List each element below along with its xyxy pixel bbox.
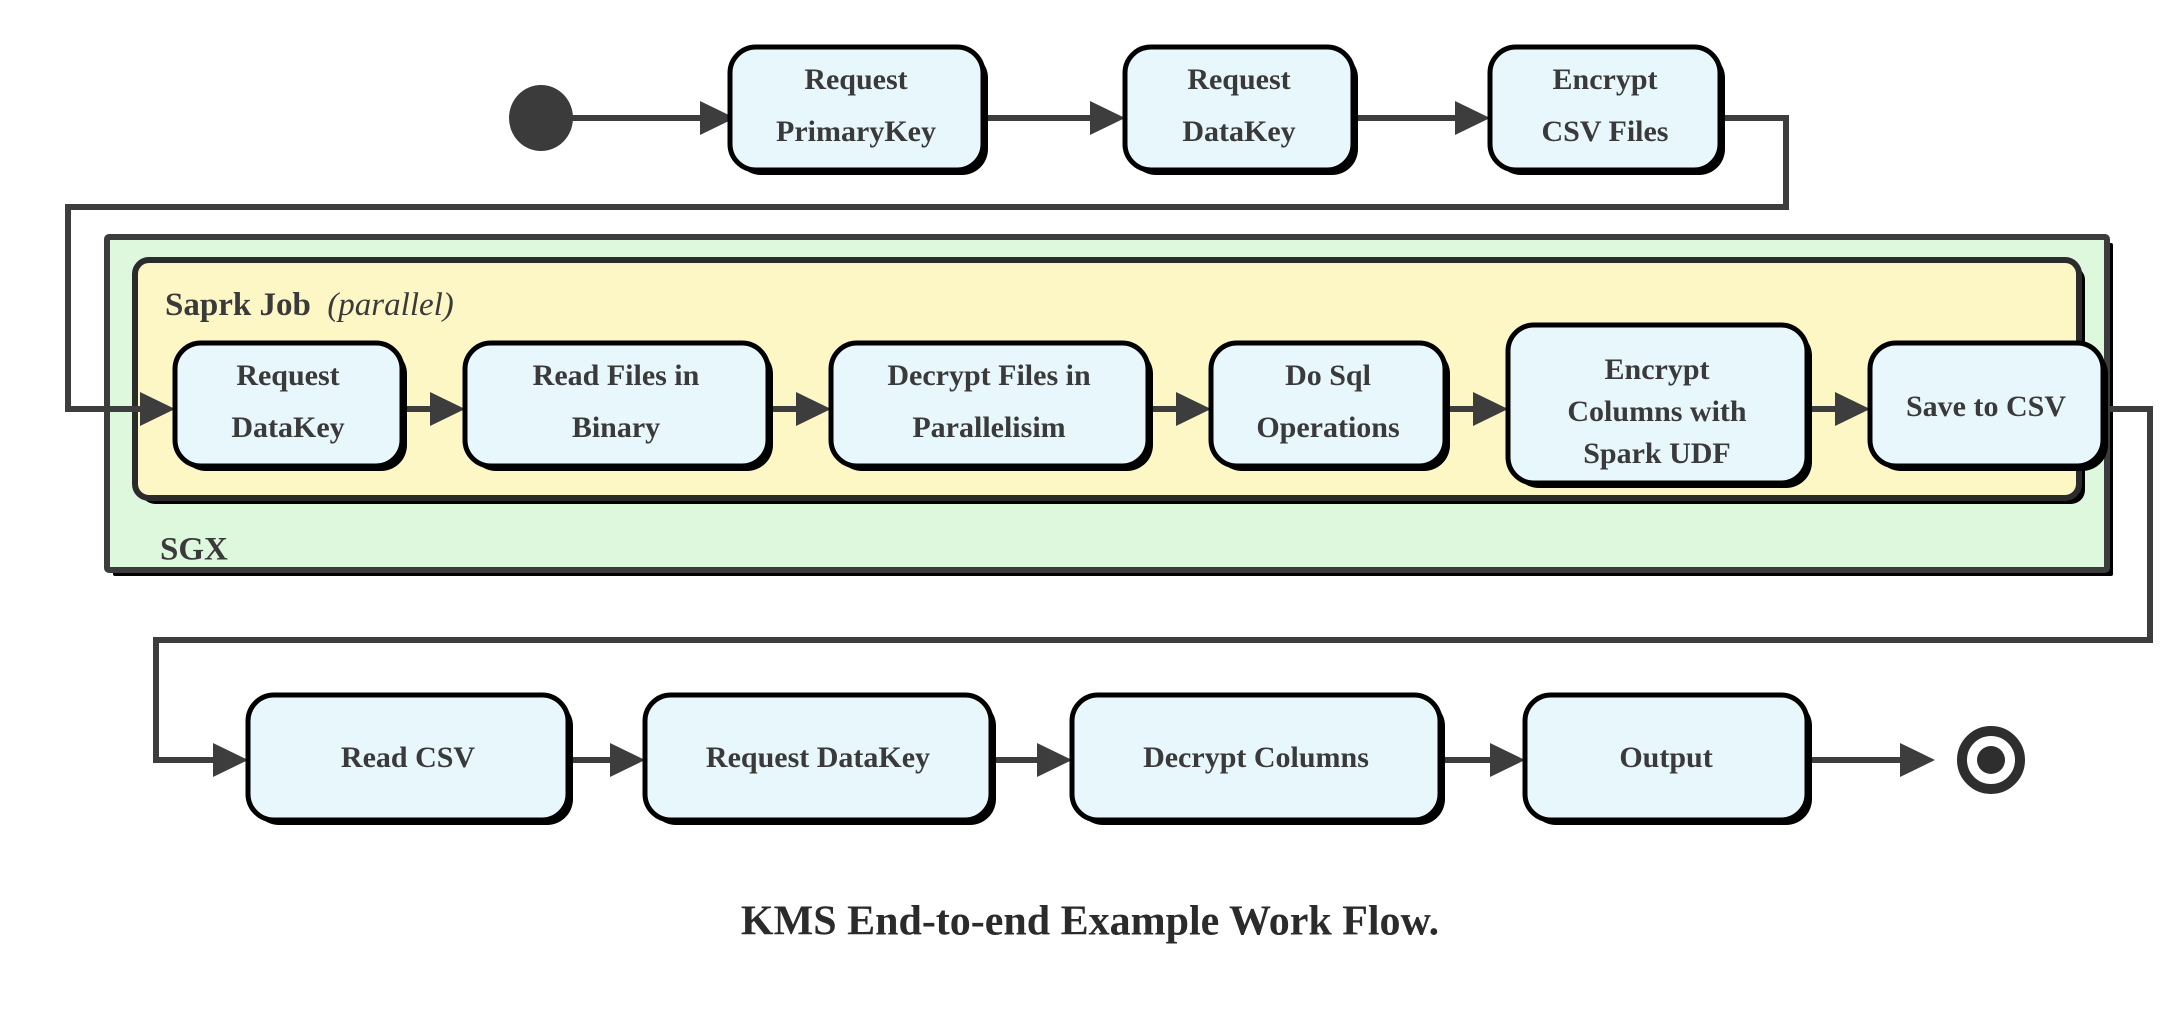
node-decrypt-files-in-parallelisim[interactable]: Decrypt Files in Parallelisim (828, 340, 1153, 471)
node-label-line: DataKey (231, 411, 344, 444)
node-label-line: Spark UDF (1583, 437, 1731, 470)
arrowhead-13 (1490, 743, 1525, 777)
node-label-line: Save to CSV (1906, 390, 2066, 423)
arrowhead-12 (1037, 743, 1072, 777)
arrowhead-5 (430, 392, 465, 426)
node-request-datakey-bottom[interactable]: Request DataKey (642, 692, 996, 825)
node-label-line: Operations (1256, 411, 1399, 444)
node-encrypt-csv-files[interactable]: Encrypt CSV Files (1487, 44, 1725, 175)
arrowhead-10 (213, 743, 248, 777)
node-label-line: Binary (572, 411, 660, 444)
node-decrypt-columns[interactable]: Decrypt Columns (1069, 692, 1445, 825)
node-label-line: Request DataKey (706, 741, 930, 774)
node-label-line: CSV Files (1542, 115, 1669, 148)
spark-job-name: Saprk Job (165, 287, 311, 323)
arrowhead-14 (1900, 743, 1935, 777)
node-label-line: Encrypt (1605, 353, 1710, 386)
node-label-line: Read CSV (341, 741, 476, 774)
node-request-datakey-top[interactable]: Request DataKey (1122, 44, 1358, 175)
arrowhead-2 (1090, 101, 1125, 135)
node-request-datakey-mid[interactable]: Request DataKey (172, 340, 407, 471)
sgx-container-label: SGX (160, 532, 228, 568)
arrowhead-11 (610, 743, 645, 777)
node-label-line: PrimaryKey (776, 115, 936, 148)
arrowhead-4 (140, 392, 175, 426)
arrowhead-6 (796, 392, 831, 426)
node-read-csv[interactable]: Read CSV (245, 692, 573, 825)
node-label-line: Decrypt Files in (887, 359, 1091, 392)
arrowhead-3 (1455, 101, 1490, 135)
node-label-line: Encrypt (1553, 63, 1658, 96)
end-node (1957, 726, 2025, 794)
node-label-line: Columns with (1567, 395, 1747, 428)
node-label-line: Do Sql (1285, 359, 1371, 392)
arrowhead-8 (1473, 392, 1508, 426)
node-read-files-in-binary[interactable]: Read Files in Binary (462, 340, 773, 471)
edge-layer (65, 101, 2153, 777)
spark-job-modifier: (parallel) (327, 287, 453, 323)
node-label-line: Request (1187, 63, 1290, 96)
node-request-primarykey[interactable]: Request PrimaryKey (727, 44, 988, 175)
arrowhead-9 (1835, 392, 1870, 426)
node-save-to-csv[interactable]: Save to CSV (1867, 340, 2108, 471)
edge-save-csv-to-read-csv (153, 406, 2153, 763)
node-label-line: Output (1619, 741, 1712, 774)
node-label-line: Request (804, 63, 907, 96)
node-label-line: Decrypt Columns (1143, 741, 1369, 774)
spark-job-container-label: Saprk Job (parallel) (165, 287, 454, 323)
node-label-line: DataKey (1182, 115, 1295, 148)
arrowhead-1 (700, 101, 735, 135)
arrowhead-7 (1176, 392, 1211, 426)
diagram-caption: KMS End-to-end Example Work Flow. (741, 899, 1439, 945)
node-label-line: Request (236, 359, 339, 392)
node-do-sql-operations[interactable]: Do Sql Operations (1208, 340, 1450, 471)
node-label-line: Read Files in (533, 359, 700, 392)
node-label-line: Parallelisim (912, 411, 1065, 444)
edge-encrypt-csv-to-middle-datakey (65, 115, 1789, 412)
node-encrypt-columns-with-spark-udf[interactable]: Encrypt Columns with Spark UDF (1505, 322, 1812, 488)
node-output[interactable]: Output (1522, 692, 1812, 825)
start-node (509, 85, 573, 151)
